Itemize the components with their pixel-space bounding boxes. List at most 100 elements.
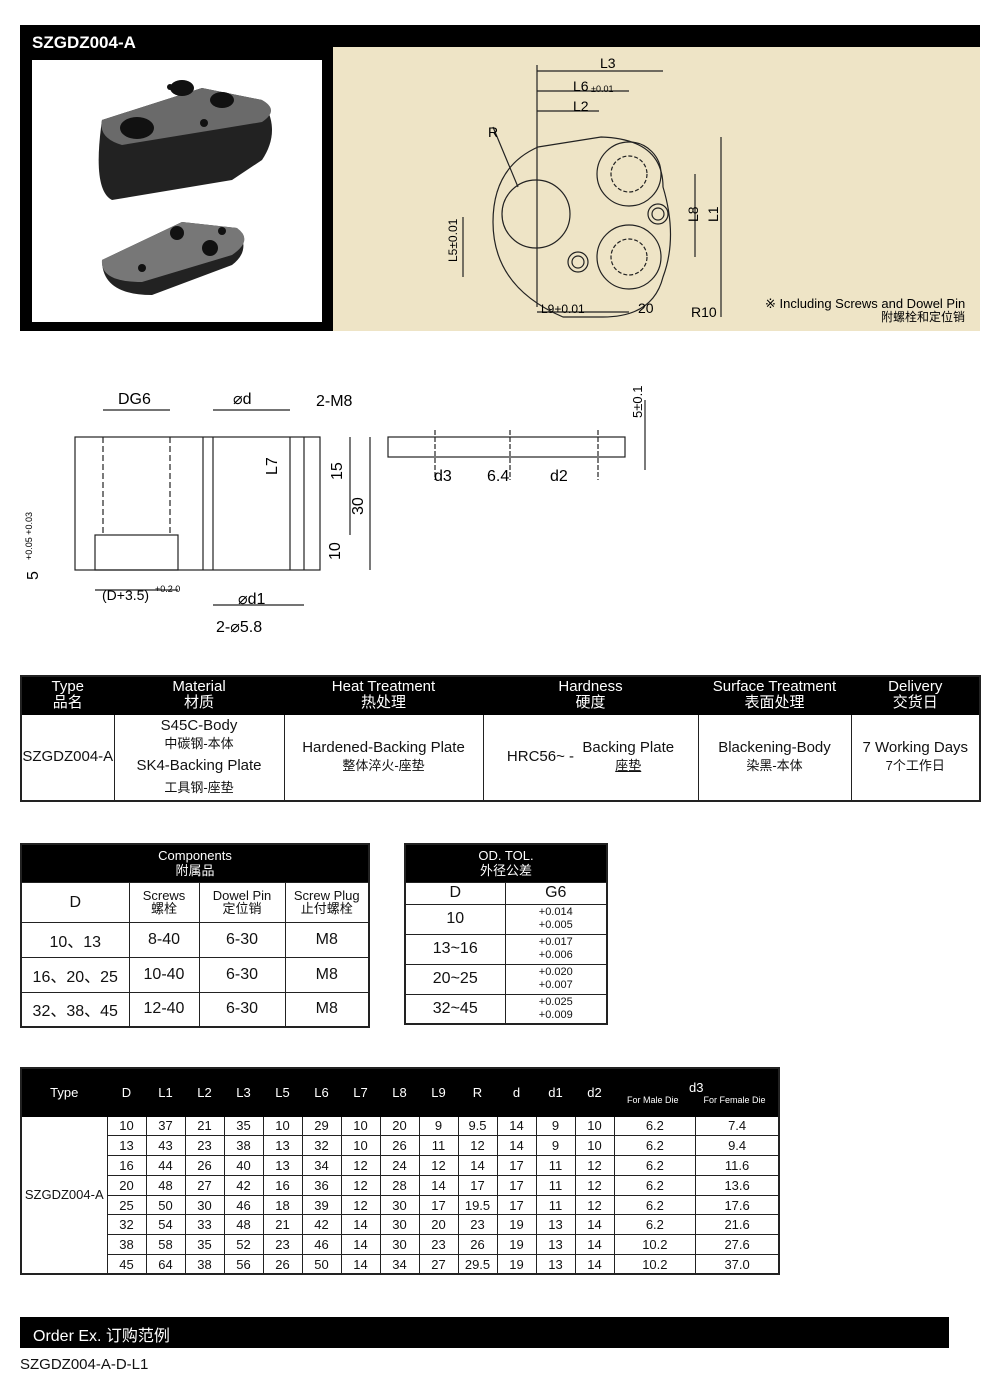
cell: 10	[574, 1135, 615, 1157]
cell: 48	[145, 1174, 186, 1196]
cell: 38	[223, 1135, 264, 1157]
cell: 46	[223, 1194, 264, 1216]
cell: 43	[145, 1135, 186, 1157]
cell: 14	[340, 1254, 381, 1275]
cell: 19.5	[457, 1194, 498, 1216]
header-l5: L5	[262, 1067, 303, 1117]
header-l1: L1	[145, 1067, 186, 1117]
dim-2-phi5.8: 2-⌀5.8	[216, 619, 262, 636]
note-en: ※ Including Screws and Dowel Pin	[765, 296, 965, 311]
cell: 13	[106, 1135, 147, 1157]
header-l6: L6	[301, 1067, 342, 1117]
cell: 11	[418, 1135, 459, 1157]
table-row: 32~45+0.025+0.009	[404, 993, 608, 1025]
cell: 27	[184, 1174, 225, 1196]
cell: 46	[301, 1234, 342, 1256]
cell: 23	[418, 1234, 459, 1256]
type-cell: SZGDZ004-A	[20, 1115, 108, 1275]
cell: 34	[301, 1155, 342, 1176]
cell: 40	[223, 1155, 264, 1176]
cell: 12	[574, 1155, 615, 1176]
cell: 30	[379, 1234, 420, 1256]
cell: 45	[106, 1254, 147, 1275]
cell: 11	[535, 1155, 576, 1176]
table-row: 10+0.014+0.005	[404, 903, 608, 935]
dim-5: 5	[25, 571, 42, 580]
cell: 19	[496, 1214, 537, 1236]
cell: 29.5	[457, 1254, 498, 1275]
dim-R: R	[488, 124, 498, 140]
cell: 19	[496, 1234, 537, 1256]
cell: 6.2	[613, 1135, 697, 1157]
cell: 44	[145, 1155, 186, 1176]
cell: 30	[379, 1214, 420, 1236]
side-view-drawing: DG6 ⌀d 2-M8 L7 15 30 10 5 +0.05 +0.03 (D…	[24, 386, 646, 636]
cell: 17	[496, 1194, 537, 1216]
title-tab	[300, 25, 334, 47]
cell: 21.6	[695, 1214, 780, 1236]
cell: 14	[574, 1254, 615, 1275]
header-d2: d2	[574, 1067, 615, 1117]
cell: 20	[106, 1174, 147, 1196]
cell: 52	[223, 1234, 264, 1256]
table-row: 13~16+0.017+0.006	[404, 933, 608, 965]
dim-phi-d: ⌀d	[233, 391, 252, 408]
cell: 6.2	[613, 1155, 697, 1176]
cell: 56	[223, 1254, 264, 1275]
cell: 12	[340, 1155, 381, 1176]
dim-2-M8: 2-M8	[316, 393, 353, 410]
header-type: Type	[20, 1067, 108, 1117]
cell: 10	[262, 1115, 303, 1137]
cell: 37.0	[695, 1254, 780, 1275]
cell: 13	[262, 1155, 303, 1176]
cell: 16	[262, 1174, 303, 1196]
dim-10: 10	[327, 542, 344, 560]
cell: 7.4	[695, 1115, 780, 1137]
cell: 12	[340, 1174, 381, 1196]
cell: 58	[145, 1234, 186, 1256]
cell: 19	[496, 1254, 537, 1275]
cell: 37	[145, 1115, 186, 1137]
dim-R10: R10	[691, 304, 717, 320]
cell: 64	[145, 1254, 186, 1275]
cell: 35	[223, 1115, 264, 1137]
cell: 10	[574, 1115, 615, 1137]
cell: 10.2	[613, 1234, 697, 1256]
cell: 23	[457, 1214, 498, 1236]
cell: 26	[379, 1135, 420, 1157]
type-cell: SZGDZ004-A	[20, 713, 115, 802]
cell: 34	[379, 1254, 420, 1275]
cell: 17	[418, 1194, 459, 1216]
cell: 11	[535, 1194, 576, 1216]
cell: 14	[340, 1214, 381, 1236]
cell: 10.2	[613, 1254, 697, 1275]
cell: 20	[379, 1115, 420, 1137]
cell: 17	[496, 1155, 537, 1176]
cell: 16	[106, 1155, 147, 1176]
product-photo	[32, 60, 322, 322]
cell: 24	[379, 1155, 420, 1176]
cell: 9	[418, 1115, 459, 1137]
dim-L7: L7	[264, 457, 281, 475]
cell: 18	[262, 1194, 303, 1216]
dim-30: 30	[350, 497, 367, 515]
cell: 13.6	[695, 1174, 780, 1196]
cell: 30	[184, 1194, 225, 1216]
cell: 25	[106, 1194, 147, 1216]
dim-D35-tol: +0.2 0	[155, 584, 180, 594]
